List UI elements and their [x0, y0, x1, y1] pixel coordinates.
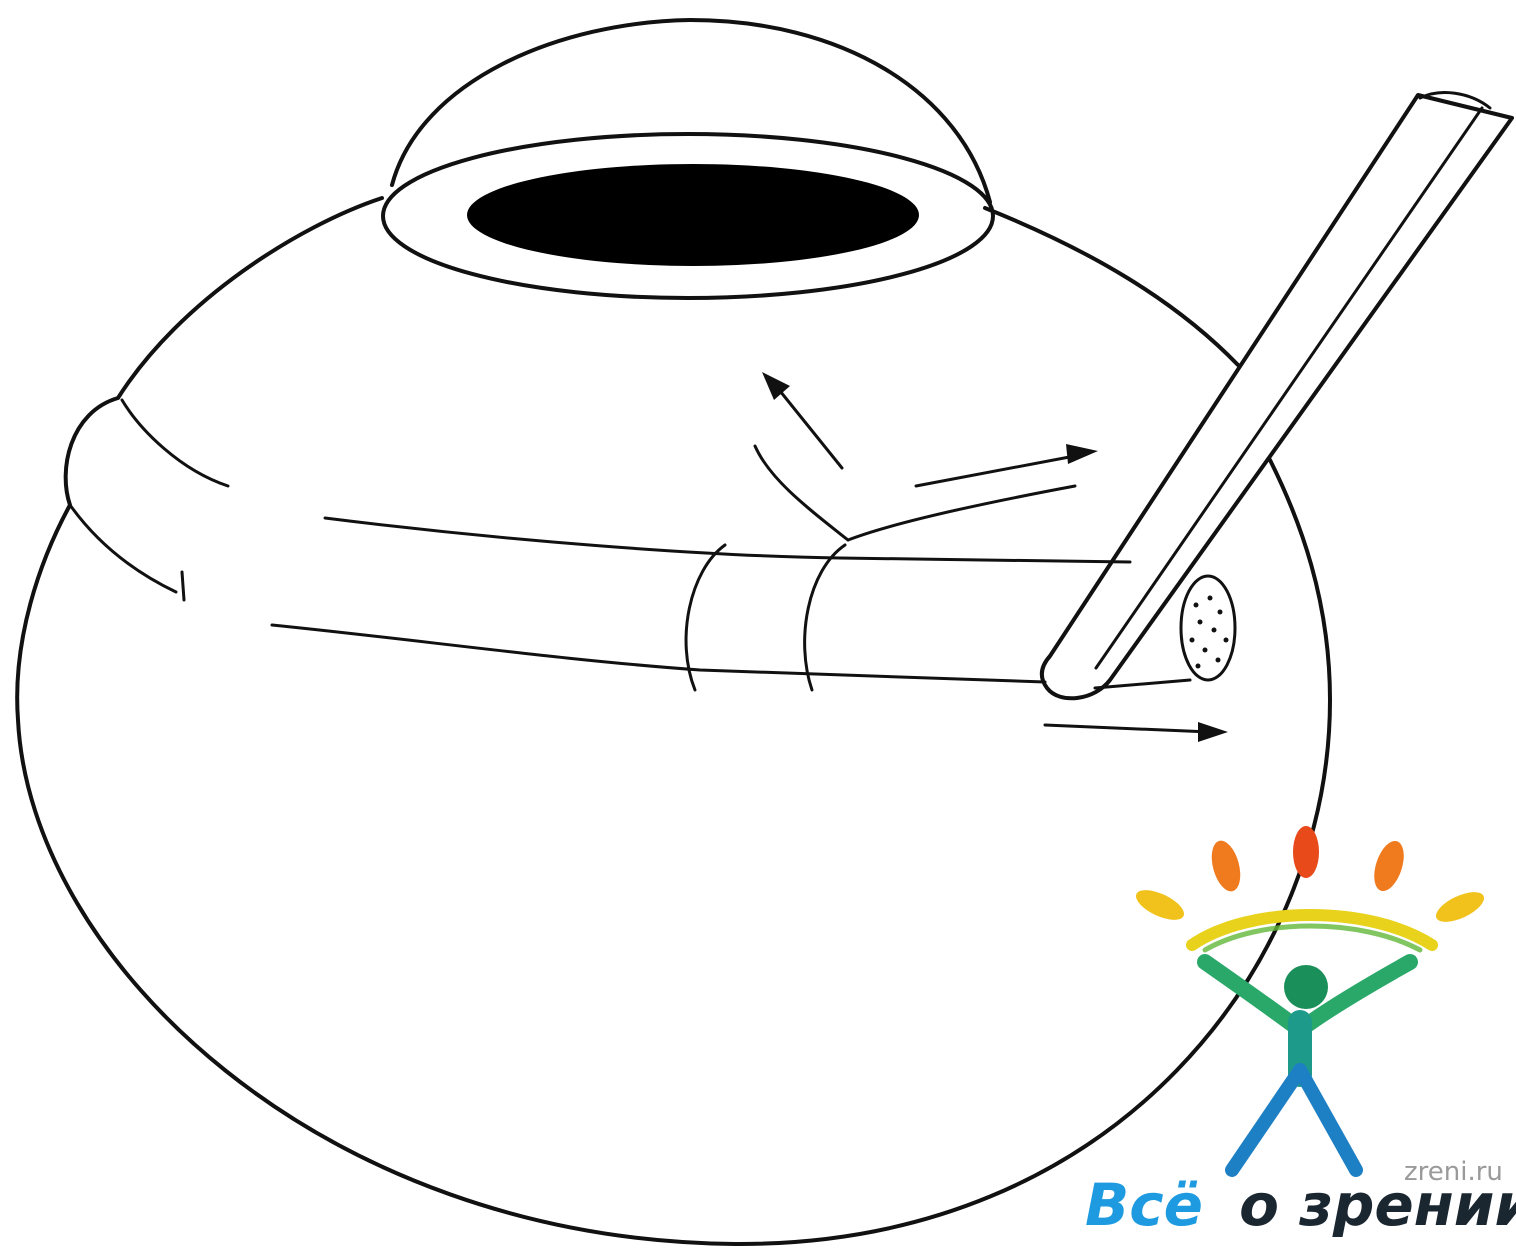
logo-slogan-part2: о зрении [1239, 1171, 1516, 1239]
hook-outer-outline [1042, 95, 1512, 698]
logo-figure-head [1284, 965, 1328, 1009]
logo-figure-legs [1232, 1070, 1356, 1170]
eyeball [17, 198, 1330, 1244]
branch-fibers [755, 446, 1075, 540]
logo-slogan: Всё о зрении [1085, 1171, 1516, 1239]
arrow-right-lower-head [1198, 722, 1228, 742]
arrow-up-left-shaft [776, 386, 842, 468]
arrow-right-upper-head [1066, 444, 1098, 464]
surgical-hook [1042, 93, 1512, 699]
band-bottom-line [70, 505, 176, 592]
site-logo: zreni.ru Всё о зрении [1085, 826, 1516, 1239]
arrow-right-lower-shaft [1045, 725, 1210, 732]
arrow-right-upper-shaft [916, 455, 1080, 486]
eyeball-outline [17, 198, 1330, 1244]
band-small-mark [182, 572, 184, 600]
muscle-cut-end [1181, 576, 1235, 680]
pupil [467, 164, 919, 266]
logo-slogan-part1: Всё [1085, 1171, 1203, 1239]
rectus-muscle [272, 518, 1235, 690]
cornea-group [383, 20, 993, 298]
logo-ray-4 [1369, 837, 1410, 894]
eyeball-upper-right-outline [985, 208, 1238, 365]
suture-ring-2 [805, 545, 845, 690]
muscle-upper-edge [325, 518, 1130, 562]
muscle-lower-edge [272, 625, 1045, 682]
muscle-cut-texture [1190, 596, 1229, 669]
muscle-band [70, 400, 228, 600]
branch-right [848, 486, 1075, 540]
logo-ray-3 [1293, 826, 1319, 878]
logo-ray-5 [1432, 886, 1488, 928]
band-top-line [122, 400, 228, 486]
hook-inner-line [1096, 108, 1482, 668]
logo-ray-1 [1132, 884, 1188, 926]
logo-ray-2 [1207, 838, 1246, 895]
